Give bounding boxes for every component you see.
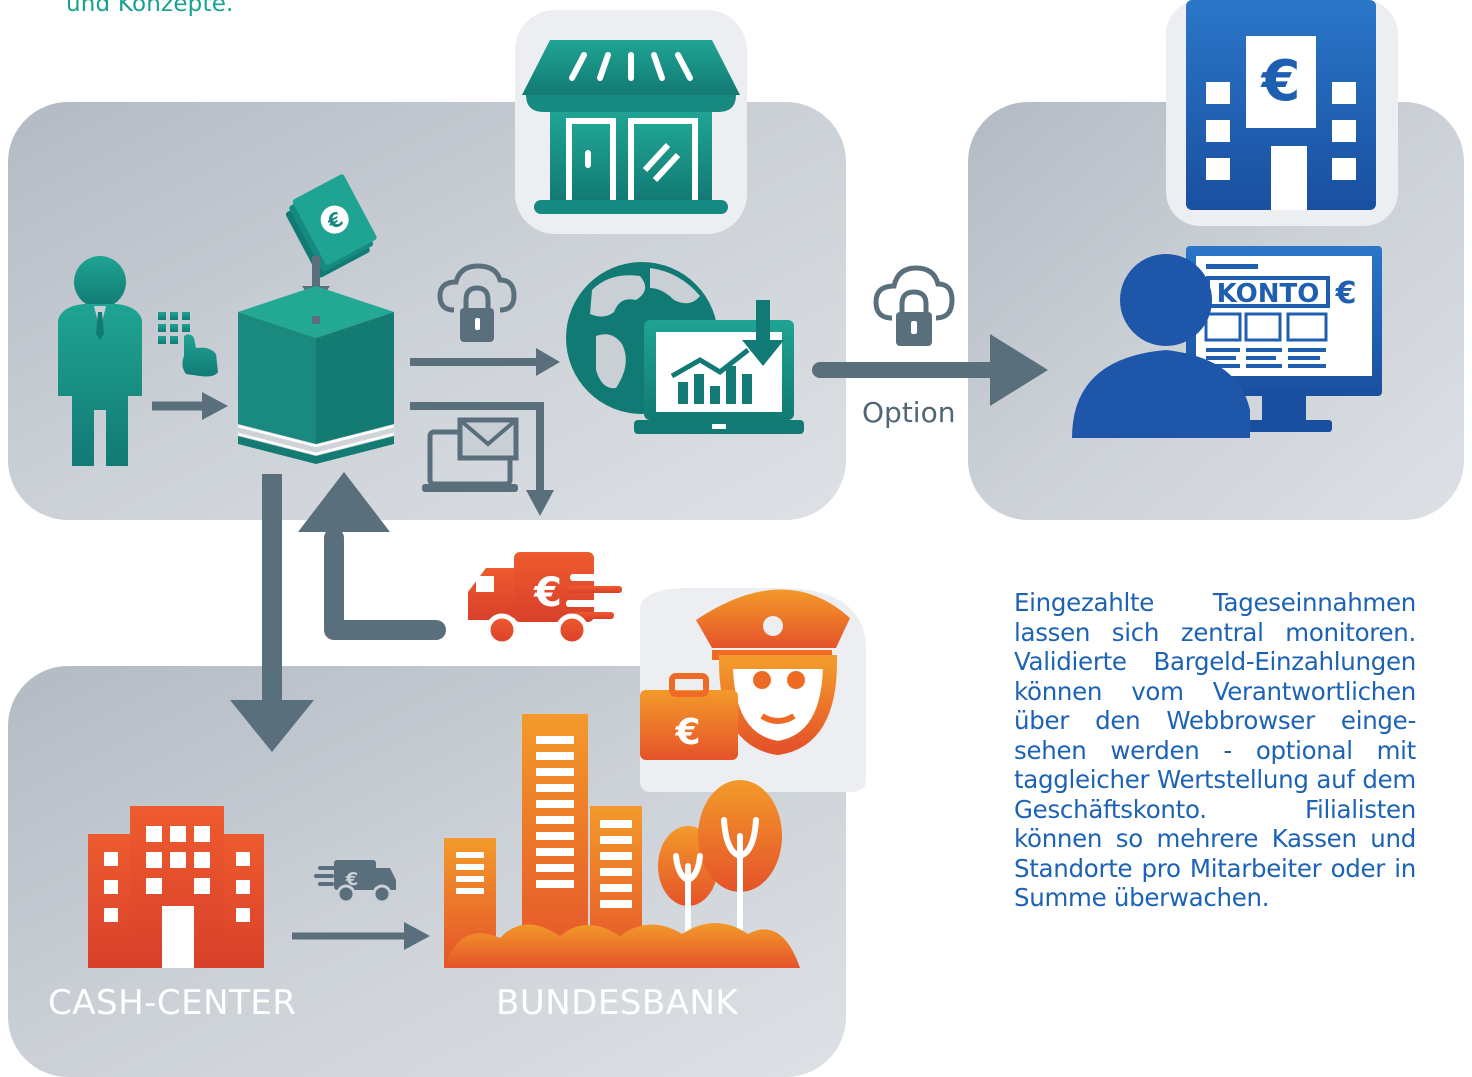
customer-person-icon: [58, 256, 142, 466]
arrow-box-to-email: [410, 402, 554, 516]
shop-icon: [515, 10, 747, 234]
arrow-cash-center-to-bundesbank: [292, 922, 430, 950]
keypad-hand-icon: [158, 312, 218, 377]
truck-euro-symbol: €: [533, 570, 562, 616]
bank-euro-symbol: €: [1260, 49, 1301, 114]
description-text: Eingezahlte Tageseinnahmen lassen sich z…: [1014, 588, 1416, 912]
cash-center-building-icon: [88, 806, 264, 968]
security-officer-icon: €: [640, 588, 866, 792]
deposit-safe-icon: [237, 286, 395, 464]
online-account-icon: KONTO €: [1072, 246, 1382, 438]
case-euro-symbol: €: [674, 712, 700, 753]
bundesbank-city-icon: [444, 714, 800, 968]
option-label: Option: [862, 396, 956, 429]
cash-center-label: CASH-CENTER: [48, 983, 297, 1023]
banknotes-icon: €: [285, 174, 377, 306]
arrow-box-to-online: [410, 348, 560, 376]
cash-center-panel: [8, 666, 846, 1077]
option-cloud-lock-icon: [873, 265, 955, 346]
konto-label: KONTO: [1217, 279, 1320, 309]
konto-euro-symbol: €: [1335, 276, 1357, 311]
intro-text: und Konzepte.: [66, 0, 234, 17]
arrow-transport-to-box: [298, 472, 446, 640]
arrow-person-to-box: [152, 392, 228, 420]
arrow-online-to-bank: [812, 334, 1048, 406]
arrow-box-to-cash-center: [230, 474, 314, 752]
small-transport-truck-icon: €: [314, 860, 396, 904]
email-laptop-icon: [422, 417, 519, 492]
secure-cloud-lock-icon: [437, 263, 517, 342]
bundesbank-label: BUNDESBANK: [496, 983, 739, 1023]
cash-transport-truck-icon: €: [468, 552, 622, 647]
globe-laptop-icon: [566, 262, 804, 434]
bank-building-icon: €: [1166, 0, 1398, 226]
